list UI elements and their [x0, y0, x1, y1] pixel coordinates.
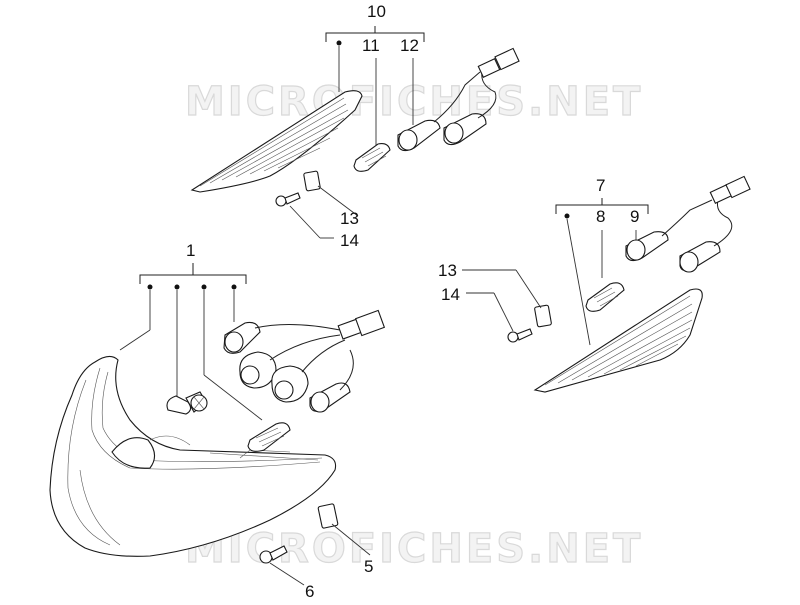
clip-5 — [317, 503, 339, 529]
leader-1-a2 — [119, 329, 151, 351]
leader-14-top-a — [289, 205, 321, 239]
group-7-side-light-right: 7 8 9 — [438, 175, 751, 393]
socket-harness-12 — [397, 47, 520, 152]
bracket-7-dot — [564, 213, 570, 219]
bracket-1-dot-c — [201, 284, 207, 290]
screw-14-top — [275, 192, 301, 207]
leader-14-right-b — [493, 292, 514, 332]
callout-5: 5 — [364, 557, 373, 576]
bulb-8 — [585, 282, 625, 312]
side-lens-10 — [190, 90, 363, 193]
bracket-1-dot-a — [147, 284, 153, 290]
bracket-1-dot-d — [231, 284, 237, 290]
clip-13-top — [303, 170, 321, 192]
screw-6 — [259, 545, 288, 564]
socket-harness-9 — [625, 175, 751, 273]
callout-9: 9 — [630, 207, 639, 226]
watermark-top: MICROFICHES.NET — [185, 79, 643, 125]
bulb-small-1 — [247, 422, 291, 452]
screw-14-right — [507, 328, 533, 343]
callout-11: 11 — [362, 36, 380, 55]
callout-6: 6 — [305, 582, 314, 600]
callout-12: 12 — [400, 36, 419, 55]
rear-light-housing — [49, 355, 337, 557]
callout-13-right: 13 — [438, 261, 457, 280]
group-1-rear-light: 1 — [49, 241, 386, 601]
group-10-side-light-left: 10 11 12 — [190, 2, 520, 250]
callout-13-top: 13 — [340, 209, 359, 228]
watermark-bottom: MICROFICHES.NET — [185, 526, 643, 572]
leader-13-right-b — [515, 269, 542, 309]
callout-7: 7 — [596, 176, 605, 195]
side-lens-7 — [533, 288, 703, 393]
callout-10: 10 — [367, 2, 386, 21]
bulb-h7 — [166, 391, 208, 415]
bracket-10-dot — [336, 40, 342, 46]
bracket-1 — [139, 274, 247, 284]
callout-14-top: 14 — [340, 231, 359, 250]
leader-13-top — [317, 185, 359, 217]
bracket-1-dot-b — [174, 284, 180, 290]
leader-5 — [331, 523, 371, 556]
clip-13-right — [534, 304, 552, 328]
bulb-11 — [353, 143, 391, 172]
leader-6 — [269, 562, 305, 586]
leader-7 — [566, 218, 591, 346]
callout-1: 1 — [186, 241, 195, 260]
wiring-harness-1 — [223, 309, 386, 413]
callout-8: 8 — [596, 207, 605, 226]
leader-1-c2 — [203, 374, 263, 421]
callout-14-right: 14 — [441, 285, 460, 304]
